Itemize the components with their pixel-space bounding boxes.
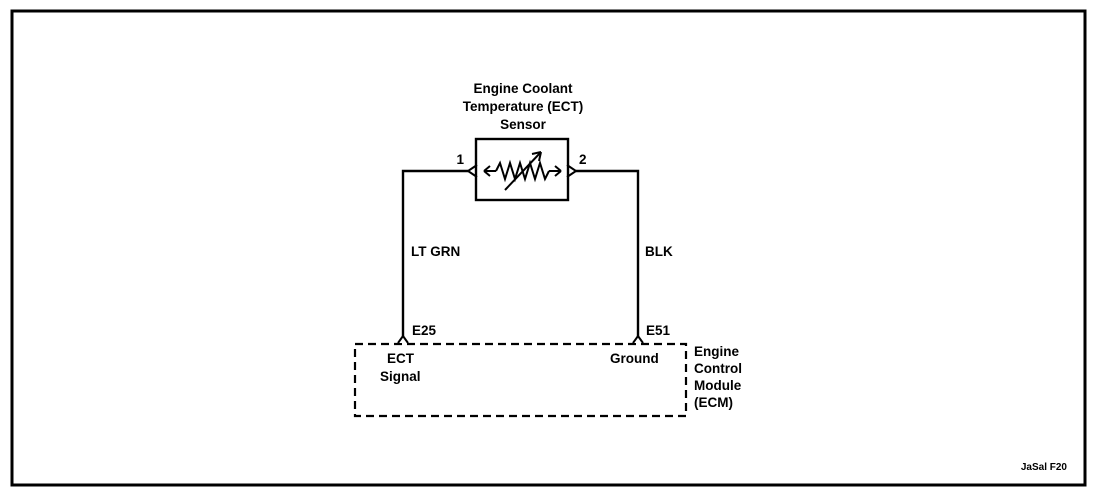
wire-blk <box>576 169 640 336</box>
sensor-body <box>474 137 570 202</box>
sensor-pin-2-label: 2 <box>579 152 587 167</box>
figure-id: JaSal F20 <box>1021 462 1068 473</box>
wire-left-color-label: LT GRN <box>411 244 460 259</box>
wire-right-color-label: BLK <box>645 244 673 259</box>
ecm-module-box <box>353 342 688 418</box>
ecm-ground-label: Ground <box>610 351 659 366</box>
ecm-pin-e51-terminal <box>632 334 644 344</box>
sensor-title-line-3: Sensor <box>500 117 547 132</box>
wire-lt-grn <box>401 169 468 336</box>
sensor-title-line-2: Temperature (ECT) <box>463 99 584 114</box>
ecm-signal-label-line-1: ECT <box>387 351 415 366</box>
ecm-pin-e51-label: E51 <box>646 323 671 338</box>
ecm-signal-label-line-2: Signal <box>380 369 421 384</box>
ecm-name-line-3: Module <box>694 378 742 393</box>
ecm-name-line-4: (ECM) <box>694 395 733 410</box>
ecm-name-line-2: Control <box>694 361 742 376</box>
ecm-pin-e25-terminal <box>397 334 409 344</box>
sensor-title-line-1: Engine Coolant <box>474 81 574 96</box>
ecm-name-line-1: Engine <box>694 344 739 359</box>
thermistor-symbol <box>483 151 562 191</box>
diagram-frame <box>10 9 1087 487</box>
sensor-pin-1-label: 1 <box>456 152 464 167</box>
ecm-pin-e25-label: E25 <box>412 323 437 338</box>
